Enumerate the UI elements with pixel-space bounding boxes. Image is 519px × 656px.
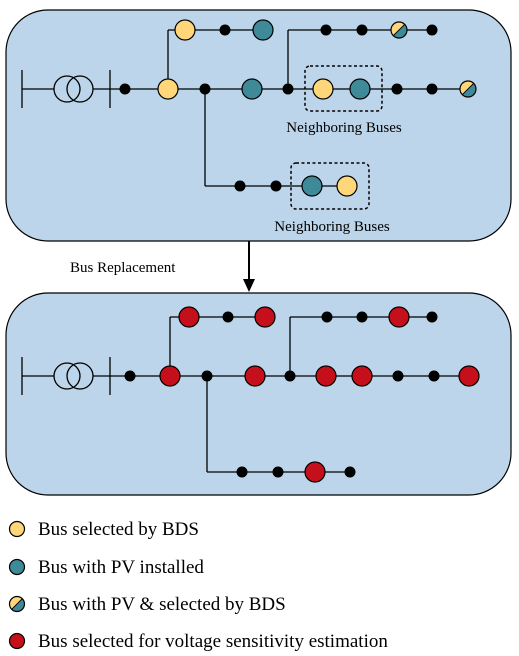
- split-circle-icon: [8, 595, 26, 613]
- bus-node-pv: [252, 19, 274, 41]
- bus-node: [321, 311, 333, 323]
- bus-node: [282, 83, 294, 95]
- yellow-circle-icon: [8, 520, 26, 538]
- bus-node: [356, 311, 368, 323]
- bus-node-bds: [157, 78, 179, 100]
- bus-node: [199, 83, 211, 95]
- bus-replacement-arrow: [243, 241, 255, 292]
- bus-node: [270, 180, 282, 192]
- bus-node-bds: [312, 78, 334, 100]
- bottom-panel-background: [5, 292, 512, 496]
- bus-node-selected: [244, 365, 266, 387]
- teal-circle-icon: [8, 558, 26, 576]
- bus-node: [272, 466, 284, 478]
- bus-node-selected: [458, 365, 480, 387]
- bus-node-pv-bds: [390, 21, 408, 39]
- bus-node: [222, 311, 234, 323]
- bus-node: [201, 370, 213, 382]
- bus-node-pv: [301, 175, 323, 197]
- legend-item-pv-bds: Bus with PV & selected by BDS: [8, 594, 286, 615]
- legend: Bus selected by BDS Bus with PV installe…: [8, 519, 388, 652]
- bus-node-selected: [351, 365, 373, 387]
- bus-node: [426, 24, 438, 36]
- bus-node: [392, 370, 404, 382]
- bus-node-pv: [349, 78, 371, 100]
- bus-node-bds: [174, 19, 196, 41]
- neighboring-buses-box: [304, 65, 383, 112]
- legend-item-bds: Bus selected by BDS: [8, 519, 199, 540]
- bus-node: [284, 370, 296, 382]
- bottom-bus-nodes: [124, 306, 480, 483]
- legend-label: Bus with PV installed: [38, 557, 204, 578]
- bus-node: [426, 83, 438, 95]
- bus-node: [320, 24, 332, 36]
- bus-node-selected: [178, 306, 200, 328]
- bus-node-selected: [159, 365, 181, 387]
- bus-node-pv: [241, 78, 263, 100]
- bus-node: [119, 83, 131, 95]
- neighboring-buses-label: Neighboring Buses: [286, 120, 402, 136]
- neighboring-buses-box: [290, 162, 370, 210]
- bus-replacement-label: Bus Replacement: [70, 260, 176, 276]
- legend-item-pv: Bus with PV installed: [8, 557, 204, 578]
- bottom-network-panel: [5, 292, 512, 496]
- top-panel-background: [5, 9, 512, 242]
- bus-node: [356, 24, 368, 36]
- legend-label: Bus selected by BDS: [38, 519, 199, 540]
- bus-node: [124, 370, 136, 382]
- bus-node: [426, 311, 438, 323]
- red-circle-icon: [8, 632, 26, 650]
- bus-node-bds: [336, 175, 358, 197]
- neighboring-buses-label: Neighboring Buses: [274, 219, 390, 235]
- bus-node: [428, 370, 440, 382]
- bus-node-pv-bds: [459, 80, 477, 98]
- bus-node: [236, 466, 248, 478]
- legend-label: Bus with PV & selected by BDS: [38, 594, 286, 615]
- bus-node: [344, 466, 356, 478]
- legend-item-selected: Bus selected for voltage sensitivity est…: [8, 631, 388, 652]
- legend-label: Bus selected for voltage sensitivity est…: [38, 631, 388, 652]
- top-bus-nodes: [119, 19, 477, 197]
- bus-node-selected: [315, 365, 337, 387]
- bus-node: [234, 180, 246, 192]
- bus-node: [219, 24, 231, 36]
- bus-node-selected: [388, 306, 410, 328]
- top-network-panel: Neighboring Buses Neighboring Buses: [5, 9, 512, 242]
- bus-node-selected: [304, 461, 326, 483]
- bus-node: [391, 83, 403, 95]
- bus-node-selected: [254, 306, 276, 328]
